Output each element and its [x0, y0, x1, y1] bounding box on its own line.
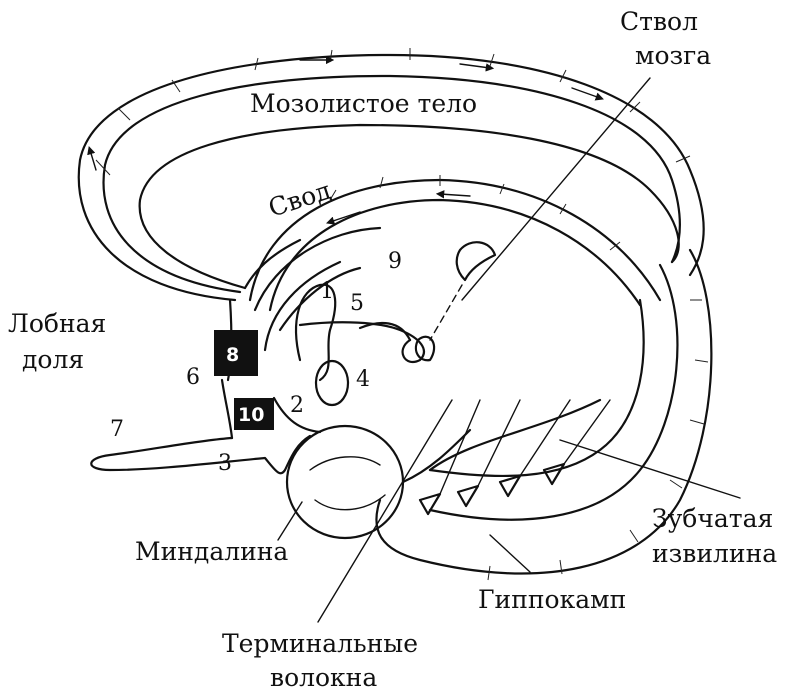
number-2: 2 — [290, 393, 304, 418]
number-5: 5 — [350, 291, 364, 316]
number-7: 7 — [110, 417, 124, 442]
number-4: 4 — [356, 367, 370, 392]
number-1: 1 — [320, 279, 334, 304]
fornix-label: Свод — [265, 175, 335, 222]
dentate-gyrus-label-line1: Зубчатая — [652, 504, 773, 533]
corpus-callosum-label: Мозолистое тело — [250, 89, 477, 118]
brainstem-label-line1: Ствол — [620, 7, 698, 36]
number-6: 6 — [186, 365, 200, 390]
frontal-lobe-label-line2: доля — [22, 345, 84, 374]
terminal-fibers-label-line2: волокна — [270, 663, 377, 692]
amygdala-label: Миндалина — [135, 537, 288, 566]
number-9: 9 — [388, 249, 402, 274]
hippocampus-label: Гиппокамп — [478, 585, 626, 614]
terminal-fibers-label-line1: Терминальные — [222, 629, 418, 658]
brainstem-label-line2: мозга — [635, 41, 711, 70]
frontal-lobe-label-line1: Лобная — [8, 309, 106, 338]
dentate-gyrus-label-line2: извилина — [652, 539, 777, 568]
number-8: 8 — [226, 344, 239, 366]
number-10: 10 — [238, 404, 264, 426]
number-3: 3 — [218, 451, 232, 476]
